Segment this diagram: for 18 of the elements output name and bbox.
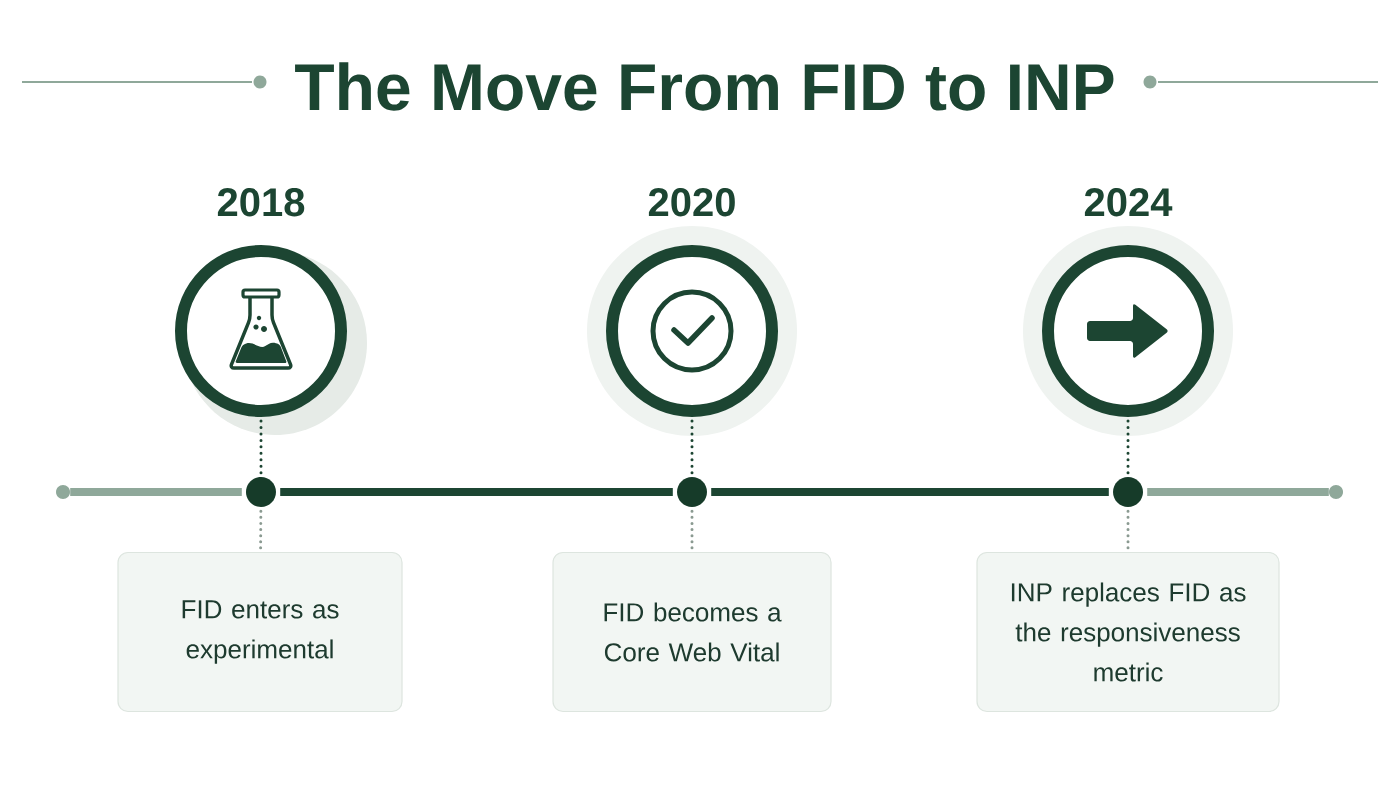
- timeline-dot: [246, 477, 276, 507]
- end-dot: [1329, 485, 1343, 499]
- dotted-line: [690, 509, 694, 550]
- text-card: FID becomes a Core Web Vital: [552, 551, 832, 713]
- dotted-line: [1126, 509, 1130, 550]
- dotted-line: [259, 419, 263, 475]
- dotted-line: [259, 509, 263, 550]
- timeline-dot: [1113, 477, 1143, 507]
- title: The Move From FID to INP: [295, 62, 1114, 111]
- year-label: 2018: [217, 188, 305, 217]
- text-card: FID enters as experimental: [117, 551, 403, 713]
- dotted-line: [690, 419, 694, 475]
- end-dot: [56, 485, 70, 499]
- year-label: 2020: [648, 188, 735, 217]
- year-label: 2024: [1084, 188, 1173, 217]
- dotted-line: [1126, 419, 1130, 475]
- text-card: INP replaces FID as the responsiveness metric: [976, 551, 1280, 713]
- timeline-dot: [677, 477, 707, 507]
